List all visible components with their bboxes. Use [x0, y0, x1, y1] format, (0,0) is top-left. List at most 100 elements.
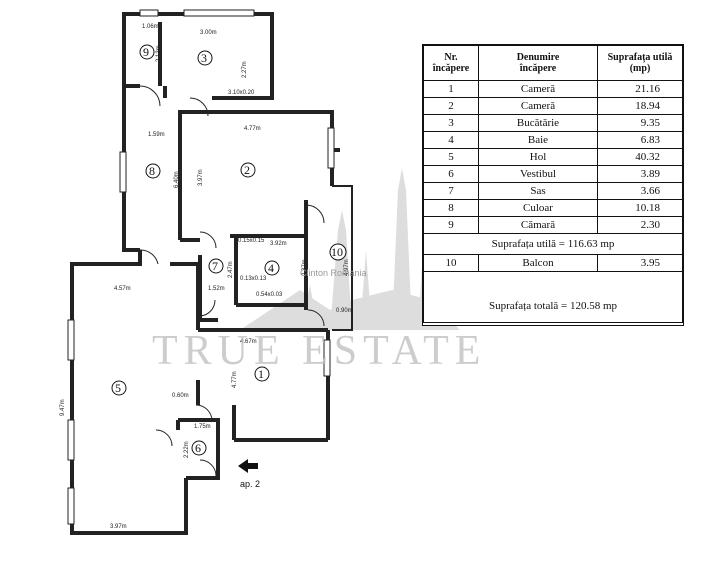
- svg-text:1: 1: [258, 367, 264, 381]
- svg-text:8: 8: [149, 164, 155, 178]
- cell-area: 3.89: [597, 165, 683, 183]
- dim-4-low: 0.54x0.03: [256, 292, 283, 298]
- cell-name: Culoar: [478, 199, 598, 217]
- room-3-label: 3: [197, 50, 213, 66]
- room-8-label: 8: [145, 163, 161, 179]
- svg-text:4: 4: [268, 261, 274, 275]
- svg-text:5: 5: [115, 381, 121, 395]
- cell-name: Hol: [478, 148, 598, 166]
- svg-text:10: 10: [331, 245, 343, 259]
- header-area: Suprafața utilă(mp): [597, 45, 683, 81]
- svg-text:3: 3: [201, 51, 207, 65]
- cell-nr: 10: [423, 254, 479, 272]
- cell-area: 3.66: [597, 182, 683, 200]
- dim-10-height: 4.97m: [344, 259, 350, 276]
- svg-text:9: 9: [143, 45, 149, 59]
- cell-name: Cameră: [478, 97, 598, 115]
- room-7-label: 7: [208, 258, 224, 274]
- watermark-small-text: Clinton Romania: [300, 268, 367, 278]
- cell-name: Cămară: [478, 216, 598, 234]
- cell-name: Bucătărie: [478, 114, 598, 132]
- room-1-label: 1: [254, 366, 270, 382]
- cell-nr: 2: [423, 97, 479, 115]
- cell-area: 21.16: [597, 80, 683, 98]
- header-nr: Nr.încăpere: [423, 45, 479, 81]
- dim-5-width: 4.57m: [114, 286, 131, 292]
- svg-text:2: 2: [244, 163, 250, 177]
- dim-9-width: 1.06m: [142, 24, 159, 30]
- dim-3-column: 3.10x0.20: [228, 90, 255, 96]
- room-4-label: 4: [264, 260, 280, 276]
- grand-total-row: Suprafața totală = 120.58 mp: [423, 271, 683, 323]
- room-9-label: 9: [139, 44, 155, 60]
- dim-7-height: 2.47m: [228, 261, 234, 278]
- dim-9-height: 2.13m: [156, 45, 162, 62]
- useful-total: Suprafața utilă = 116.63 mp: [423, 233, 683, 255]
- dimensions: 1.06m 2.13m 3.00m 2.27m 3.10x0.20 1.59m …: [60, 24, 353, 530]
- doors: [139, 85, 325, 477]
- cell-area: 6.83: [597, 131, 683, 149]
- dim-2-width: 4.77m: [244, 126, 261, 132]
- dim-4-width: 3.92m: [270, 241, 287, 247]
- room-10-label: 10: [329, 243, 347, 261]
- room-2-label: 2: [240, 162, 256, 178]
- cell-nr: 1: [423, 80, 479, 98]
- dim-8-height: 6.40m: [174, 171, 180, 188]
- cell-nr: 5: [423, 148, 479, 166]
- dim-10-width: 0.90m: [336, 308, 353, 314]
- cell-area: 9.35: [597, 114, 683, 132]
- dim-7-width: 1.52m: [208, 286, 225, 292]
- cell-area: 3.95: [597, 254, 683, 272]
- grand-total: Suprafața totală = 120.58 mp: [423, 271, 683, 323]
- dim-2-height: 3.97m: [198, 169, 204, 186]
- dim-8-width: 1.59m: [148, 132, 165, 138]
- room-6-label: 6: [191, 440, 207, 456]
- entrance-arrow-icon: [238, 459, 258, 473]
- dim-6-height: 2.22m: [184, 441, 190, 458]
- cell-nr: 4: [423, 131, 479, 149]
- room-labels: 9 3 8 2 7 4 10 5 1 6: [111, 44, 347, 456]
- cell-nr: 7: [423, 182, 479, 200]
- cell-name: Baie: [478, 131, 598, 149]
- dim-5-height: 9.47m: [60, 399, 66, 416]
- dim-1-height: 4.77m: [232, 371, 238, 388]
- cell-name: Balcon: [478, 254, 598, 272]
- dim-1-width: 4.67m: [240, 339, 257, 345]
- dim-4-height: 2.37m: [302, 259, 308, 276]
- dim-3-height: 2.27m: [242, 61, 248, 78]
- dim-4-top: 0.15x0.15: [238, 238, 265, 244]
- entrance-label: ap. 2: [240, 479, 260, 489]
- cell-area: 18.94: [597, 97, 683, 115]
- dim-5-bottom: 3.97m: [110, 524, 127, 530]
- dim-6-width: 1.75m: [194, 424, 211, 430]
- useful-total-row: Suprafața utilă = 116.63 mp: [423, 233, 683, 255]
- windows: [67, 9, 335, 525]
- cell-area: 2.30: [597, 216, 683, 234]
- cell-nr: 6: [423, 165, 479, 183]
- cell-area: 10.18: [597, 199, 683, 217]
- cell-name: Vestibul: [478, 165, 598, 183]
- cell-name: Cameră: [478, 80, 598, 98]
- watermark-cathedral-icon: [240, 168, 460, 330]
- dim-5-mid: 0.60m: [172, 393, 189, 399]
- cell-nr: 8: [423, 199, 479, 217]
- cell-nr: 9: [423, 216, 479, 234]
- cell-name: Sas: [478, 182, 598, 200]
- dim-4-mid: 0.13x0.13: [240, 276, 267, 282]
- room-5-label: 5: [111, 380, 127, 396]
- watermark-text: TRUE ESTATE: [152, 328, 486, 374]
